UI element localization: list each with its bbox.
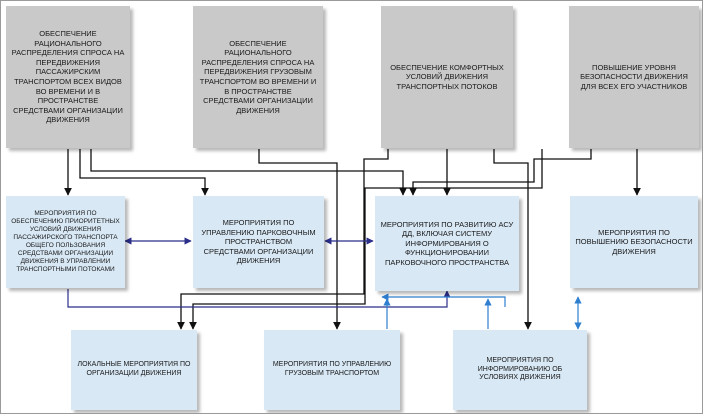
goal-passenger-demand: ОБЕСПЕЧЕНИЕ РАЦИОНАЛЬНОГО РАСПРЕДЕЛЕНИЯ … bbox=[6, 6, 130, 148]
measure-safety-improvement: МЕРОПРИЯТИЯ ПО ПОВЫШЕНИЮ БЕЗОПАСНОСТИ ДВ… bbox=[570, 196, 698, 288]
link-goal3-measure5 bbox=[177, 149, 389, 330]
link-goal4-measure5 bbox=[189, 149, 543, 330]
link-goal3-measure7 bbox=[493, 149, 532, 330]
link-goal4-measure3 bbox=[409, 149, 592, 196]
link-goal2-measure6 bbox=[258, 149, 341, 330]
measure-public-transport-priority: МЕРОПРИЯТИЯ ПО ОБЕСПЕЧЕНИЮ ПРИОРИТЕТНЫХ … bbox=[6, 196, 125, 288]
link-goal1-measure3 bbox=[90, 149, 407, 196]
link-goal1-measure2 bbox=[79, 149, 209, 196]
measure-freight-management: МЕРОПРИЯТИЯ ПО УПРАВЛЕНИЮ ГРУЗОВЫМ ТРАНС… bbox=[264, 330, 400, 410]
measure-parking-management: МЕРОПРИЯТИЯ ПО УПРАВЛЕНИЮ ПАРКОВОЧНЫМ ПР… bbox=[193, 196, 324, 288]
goal-freight-demand: ОБЕСПЕЧЕНИЕ РАЦИОНАЛЬНОГО РАСПРЕДЕЛЕНИЯ … bbox=[193, 6, 323, 148]
measure-asu-dd-development: МЕРОПРИЯТИЯ ПО РАЗВИТИЮ АСУ ДД, ВКЛЮЧАЯ … bbox=[375, 196, 519, 291]
link-measure3-measure4 bbox=[381, 293, 506, 307]
measure-traffic-information: МЕРОПРИЯТИЯ ПО ИНФОРМИРОВАНИЮ ОБ УСЛОВИЯ… bbox=[453, 330, 587, 410]
link-measure1-measure3 bbox=[67, 289, 451, 308]
goal-comfortable-traffic: ОБЕСПЕЧЕНИЕ КОМФОРТНЫХ УСЛОВИЙ ДВИЖЕНИЯ … bbox=[381, 6, 513, 148]
measure-local-traffic-organization: ЛОКАЛЬНЫЕ МЕРОПРИЯТИЯ ПО ОРГАНИЗАЦИИ ДВИ… bbox=[71, 330, 197, 410]
goal-traffic-safety: ПОВЫШЕНИЕ УРОВНЯ БЕЗОПАСНОСТИ ДВИЖЕНИЯ Д… bbox=[569, 6, 699, 148]
